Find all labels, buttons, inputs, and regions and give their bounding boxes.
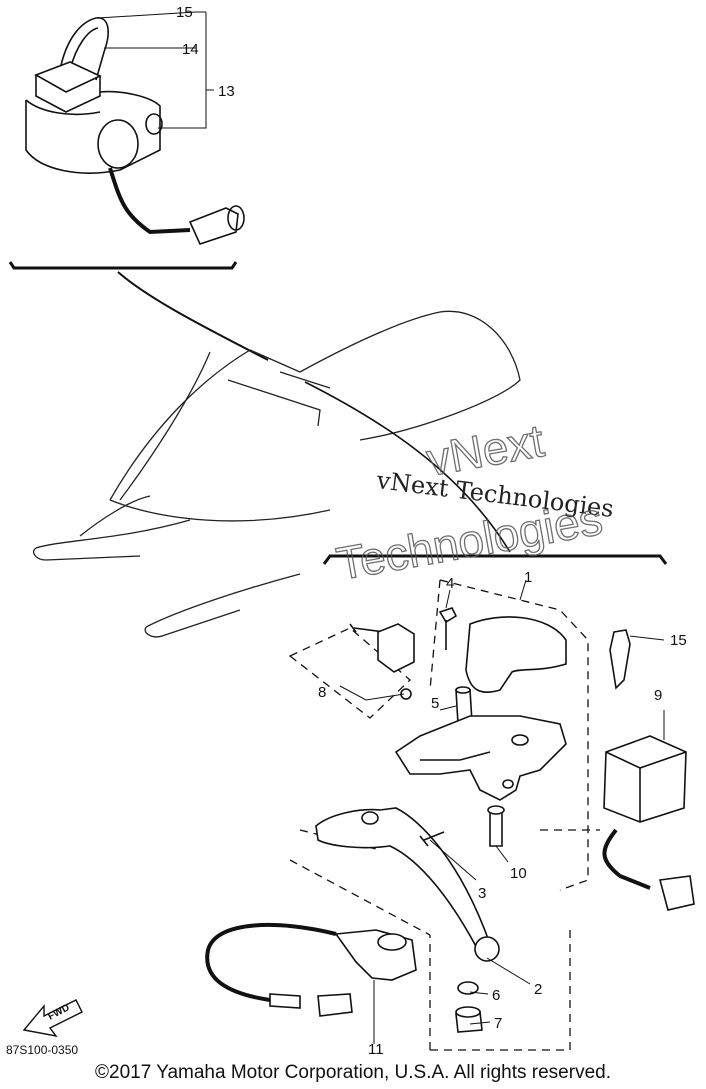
callout-6: 6 <box>492 987 500 1004</box>
lever-holder <box>394 715 567 801</box>
callout-12: 13 <box>218 83 235 100</box>
callout-15: 15 <box>670 632 687 649</box>
bolt-4 <box>438 607 458 650</box>
callout-3: 3 <box>478 885 486 902</box>
top-inset-bracket <box>8 261 238 270</box>
grip-cover <box>465 616 567 694</box>
bolt-9 <box>489 811 503 847</box>
main-assembly-bracket <box>322 554 668 565</box>
washer-6 <box>457 981 479 995</box>
callout-14: 15 <box>176 4 193 21</box>
callout-11: 11 <box>368 1041 384 1058</box>
cable-tie-15 <box>609 629 631 690</box>
callout-9: 10 <box>510 865 527 882</box>
callout-8: 8 <box>318 684 326 701</box>
copyright-notice: ©2017 Yamaha Motor Corporation, U.S.A. A… <box>95 1062 611 1083</box>
main-leader-line <box>304 381 511 553</box>
callout-leaders <box>339 579 665 1044</box>
fwd-arrow-icon: FWD <box>22 999 83 1038</box>
callout-2: 2 <box>534 981 542 998</box>
diagram-code: 87S100-0350 <box>6 1043 78 1057</box>
callout-5a: 5 <box>431 695 439 712</box>
callout-13: 14 <box>182 41 199 58</box>
callout-4: 4 <box>446 575 454 592</box>
relay-10 <box>603 735 687 823</box>
screw-3 <box>419 831 445 847</box>
switch-block-8 <box>377 623 415 673</box>
top-inset-component <box>25 11 245 245</box>
callout-1: 1 <box>524 569 532 586</box>
callout-10: 9 <box>654 687 662 704</box>
watermark-outline-2: Technologies <box>333 492 606 590</box>
assembly-dashed-boundary <box>288 579 600 1051</box>
top-leader-line <box>117 271 269 361</box>
snowmobile-outline <box>32 310 521 638</box>
main-parts <box>205 607 695 1033</box>
callout-7: 7 <box>494 1015 502 1032</box>
brake-lever-2 <box>315 807 491 956</box>
watermark-outline-1: vNext <box>423 414 548 486</box>
